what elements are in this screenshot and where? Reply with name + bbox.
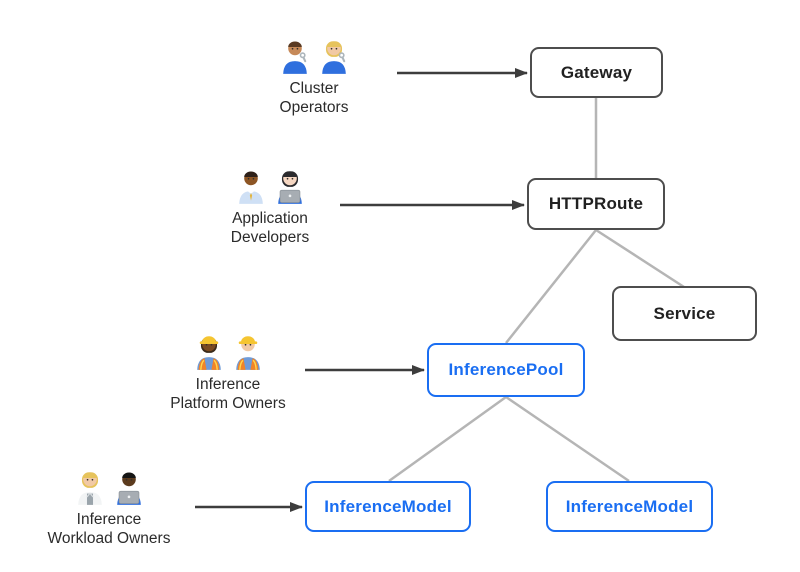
scientist-technologist-icon xyxy=(73,467,146,505)
actor-label-line: Developers xyxy=(230,229,310,246)
node-label-inferencemodel-left: InferenceModel xyxy=(324,496,452,516)
edge-inferencepool-to-inferencemodel-right xyxy=(505,395,630,483)
person-icon-2 xyxy=(235,336,260,370)
actor-label-line: Workload Owners xyxy=(47,530,171,547)
actor-label-line: Operators xyxy=(279,99,349,116)
actor-label-line: Cluster xyxy=(289,80,339,97)
person-icon-2 xyxy=(277,171,302,204)
node-label-httproute: HTTPRoute xyxy=(548,194,644,213)
actor-label-line: Inference xyxy=(195,376,261,393)
person-icon-2 xyxy=(116,472,141,505)
node-label-gateway: Gateway xyxy=(560,62,633,82)
node-inferencemodel-left: InferenceModel xyxy=(305,481,471,532)
node-service: Service xyxy=(612,286,757,341)
node-label-inferencemodel-right: InferenceModel xyxy=(565,496,694,516)
edge-httproute-to-service xyxy=(595,228,685,289)
node-inferencemodel-right: InferenceModel xyxy=(546,481,713,532)
office-worker-technologist-icon xyxy=(234,166,307,204)
edge-httproute-to-inferencepool xyxy=(505,229,597,344)
actor-label-line: Application xyxy=(232,210,308,227)
node-gateway: Gateway xyxy=(530,47,663,98)
actor-label-line: Inference xyxy=(76,511,142,528)
construction-workers-pair-icon xyxy=(192,332,265,370)
edge-inferencepool-to-inferencemodel-left xyxy=(388,395,507,483)
person-icon-2 xyxy=(321,41,346,74)
node-label-service: Service xyxy=(653,303,716,323)
person-icon-1 xyxy=(238,171,263,204)
actor-label-line: Platform Owners xyxy=(170,395,286,412)
node-httproute: HTTPRoute xyxy=(527,178,665,230)
node-label-inferencepool: InferencePool xyxy=(448,360,564,379)
mechanics-pair-icon xyxy=(278,36,351,74)
person-icon-1 xyxy=(196,336,221,370)
person-icon-1 xyxy=(77,472,102,505)
node-inferencepool: InferencePool xyxy=(427,343,585,397)
person-icon-1 xyxy=(282,41,307,74)
